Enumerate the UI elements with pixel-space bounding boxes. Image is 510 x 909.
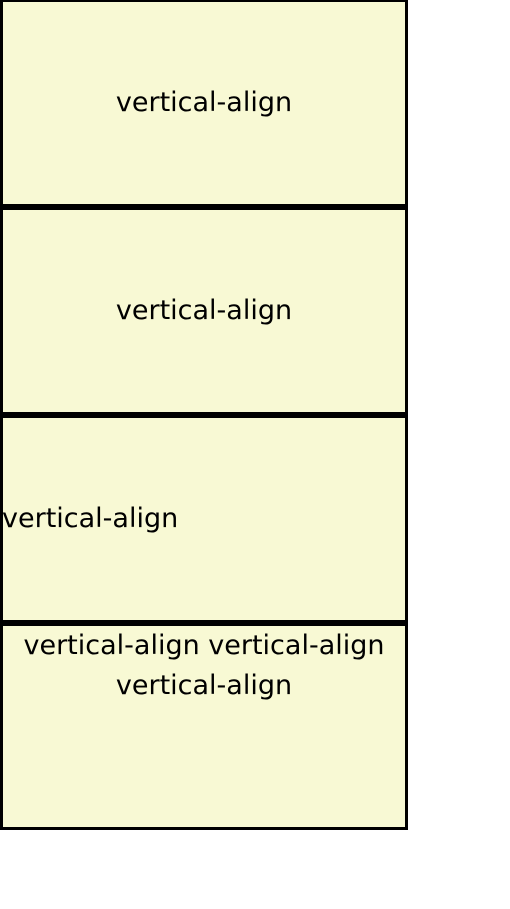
box-text-line-1: vertical-align vertical-align: [23, 630, 385, 661]
box-text: vertical-align: [115, 295, 293, 326]
box-text-line-2: vertical-align: [115, 670, 293, 701]
box-left-middle: vertical-align: [0, 414, 408, 624]
box-centered-middle-2: vertical-align: [0, 206, 408, 416]
box-text: vertical-align: [115, 87, 293, 118]
box-centered-middle: vertical-align: [0, 0, 408, 208]
box-text: vertical-align: [2, 503, 179, 534]
box-stack: vertical-align vertical-align vertical-a…: [0, 0, 408, 830]
box-top-center: vertical-align vertical-align vertical-a…: [0, 622, 408, 830]
